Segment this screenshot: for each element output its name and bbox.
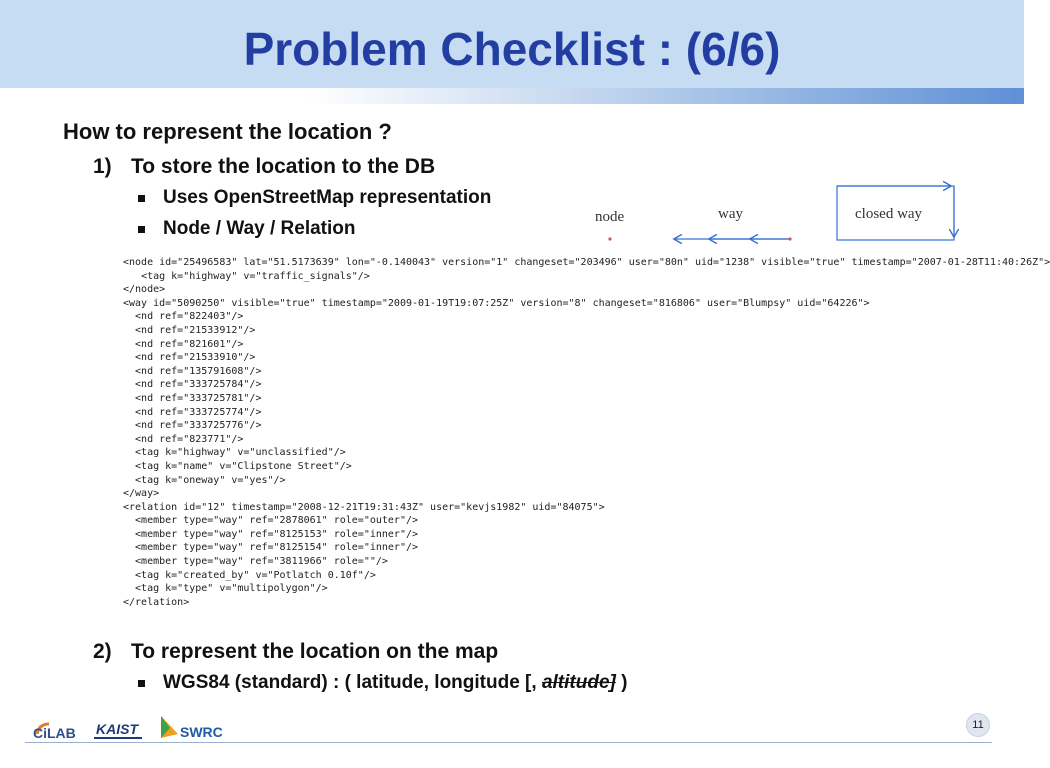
header-band — [0, 0, 1024, 88]
item1-text: To store the location to the DB — [131, 155, 436, 178]
bullet-marker — [138, 226, 145, 233]
header-gradient-bar — [0, 88, 1024, 104]
osm-element-diagram: node way closed way — [595, 175, 965, 250]
way-nd-ref: <nd ref="333725781"/> — [123, 392, 262, 404]
way-nd-ref: <nd ref="333725784"/> — [123, 379, 262, 391]
footer-line — [25, 742, 992, 743]
node-open: <node id="25496583" lat="51.5173639" lon… — [123, 257, 1050, 268]
closed-way-label: closed way — [855, 206, 923, 222]
wgs84-suffix: ) — [615, 672, 628, 693]
bullet-wgs84: WGS84 (standard) : ( latitude, longitude… — [163, 672, 627, 694]
cilab-swoosh-icon — [35, 722, 50, 735]
kaist-underline — [94, 737, 142, 739]
wgs84-prefix: WGS84 (standard) : ( latitude, longitude… — [163, 672, 542, 693]
way-label: way — [718, 206, 743, 222]
relation-member: <member type="way" ref="8125153" role="i… — [123, 528, 419, 540]
relation-body: <member type="way" ref="2878061" role="o… — [123, 515, 418, 594]
way-nd-ref: <nd ref="21533912"/> — [123, 324, 256, 336]
way-tag: <tag k="oneway" v="yes"/> — [123, 474, 286, 486]
relation-member: <member type="way" ref="3811966" role=""… — [123, 556, 388, 568]
way-nd-ref: <nd ref="333725776"/> — [123, 420, 262, 432]
relation-tag: <tag k="type" v="multipolygon"/> — [123, 583, 328, 595]
bullet-openstreetmap: Uses OpenStreetMap representation — [163, 187, 492, 208]
node-close: </node> — [123, 284, 166, 296]
relation-open: <relation id="12" timestamp="2008-12-21T… — [123, 501, 605, 513]
swrc-leaf-icon — [161, 716, 170, 738]
cilab-logo-text: CiLAB — [33, 725, 76, 741]
node-tag: <tag k="highway" v="traffic_signals"/> — [141, 270, 370, 282]
relation-member: <member type="way" ref="8125154" role="i… — [123, 542, 419, 554]
bullet-node-way-relation: Node / Way / Relation — [163, 218, 356, 239]
wgs84-altitude-struck: altitude] — [541, 672, 616, 693]
way-nd-ref: <nd ref="21533910"/> — [123, 352, 256, 364]
way-tag: <tag k="name" v="Clipstone Street"/> — [123, 460, 352, 472]
bullet-marker — [138, 195, 145, 202]
page-number: 11 — [966, 713, 990, 737]
node-point — [608, 237, 612, 241]
way-nd-ref: <nd ref="135791608"/> — [123, 365, 262, 377]
way-tag: <tag k="highway" v="unclassified"/> — [123, 447, 346, 459]
bullet-marker — [138, 680, 145, 687]
swrc-logo-text: SWRC — [180, 724, 223, 740]
heading: How to represent the location ? — [63, 119, 392, 144]
item2-number: 2) — [93, 640, 112, 663]
way-nd-ref: <nd ref="823771"/> — [123, 433, 244, 445]
way-nd-ref: <nd ref="821601"/> — [123, 338, 244, 350]
kaist-logo: KAIST — [92, 718, 144, 740]
way-close: </way> — [123, 488, 160, 500]
way-nd-ref: <nd ref="333725774"/> — [123, 406, 262, 418]
relation-close: </relation> — [123, 596, 190, 608]
way-nd-ref: <nd ref="822403"/> — [123, 311, 244, 323]
item2-text: To represent the location on the map — [131, 640, 499, 663]
slide-title: Problem Checklist : (6/6) — [243, 23, 781, 75]
osm-xml-sample: <node id="25496583" lat="51.5173639" lon… — [123, 256, 1050, 609]
item1-number: 1) — [93, 155, 112, 178]
node-label: node — [595, 209, 625, 225]
relation-tag: <tag k="created_by" v="Potlatch 0.10f"/> — [123, 569, 376, 581]
way-body: <nd ref="822403"/> <nd ref="21533912"/> … — [123, 311, 352, 485]
way-open: <way id="5090250" visible="true" timesta… — [123, 297, 870, 309]
kaist-logo-text: KAIST — [96, 721, 138, 737]
relation-member: <member type="way" ref="2878061" role="o… — [123, 515, 419, 527]
way-point — [788, 237, 792, 241]
